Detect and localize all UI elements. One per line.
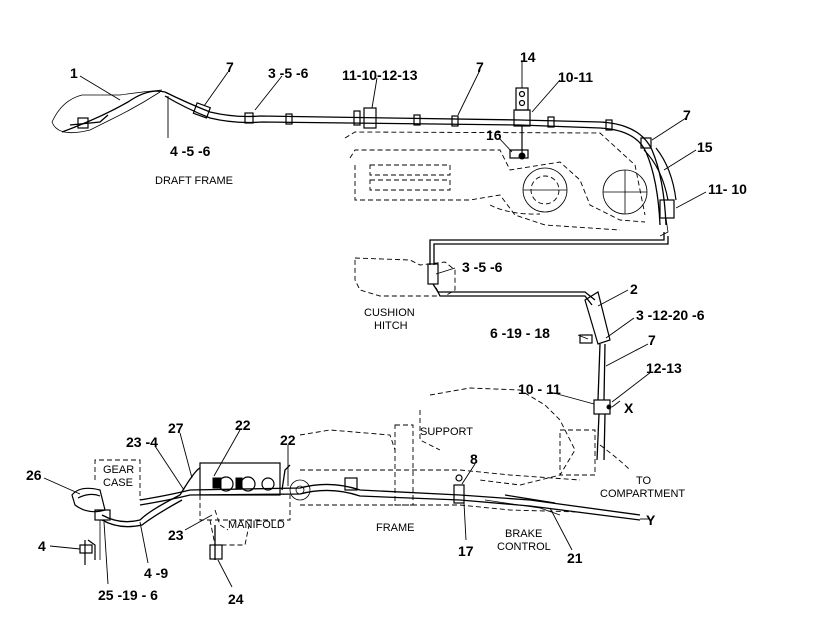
callout-7-top-mid: 7 [476,59,484,75]
callout-14: 14 [520,49,536,65]
label-draft-frame: DRAFT FRAME [155,175,233,187]
lower-frame-assembly [71,387,641,565]
label-case: CASE [103,477,133,489]
label-frame: FRAME [376,522,415,534]
callout-25-19-6: 25 -19 - 6 [98,587,158,603]
callout-10-11-top: 10-11 [558,69,593,85]
callout-24: 24 [228,591,244,607]
label-hitch: HITCH [374,320,408,332]
callout-22-left: 22 [235,417,251,433]
label-compartment: COMPARTMENT [600,488,685,500]
label-cushion: CUSHION [364,307,415,319]
label-brake: BRAKE [505,528,542,540]
callout-12-13: 12-13 [646,360,682,376]
callout-Y: Y [646,512,656,528]
callout-17: 17 [458,543,474,559]
callout-2: 2 [630,281,638,297]
label-control: CONTROL [497,541,551,553]
callout-11-10: 11- 10 [708,181,747,197]
callout-26: 26 [26,467,42,483]
callout-4-9: 4 -9 [144,565,168,581]
callout-7-right: 7 [683,107,691,123]
callout-27: 27 [168,420,184,436]
callout-8: 8 [470,451,478,467]
callout-3-12-20-6: 3 -12-20 -6 [636,307,705,323]
label-support: SUPPORT [420,426,473,438]
callout-7-lower: 7 [648,332,656,348]
callout-X: X [624,400,634,416]
callout-3-5-6-hitch: 3 -5 -6 [462,259,503,275]
callout-23: 23 [168,527,184,543]
callout-4-5-6: 4 -5 -6 [170,143,211,159]
callout-4: 4 [38,538,46,554]
label-gear: GEAR [103,464,134,476]
callout-11-10-12-13: 11-10-12-13 [342,67,418,83]
callout-6-19-18: 6 -19 - 18 [490,325,550,341]
callout-21: 21 [567,550,583,566]
callout-15: 15 [697,139,713,155]
label-manifold: MANIFOLD [228,519,285,531]
draft-frame-assembly [51,60,677,237]
cushion-hitch-assembly [354,232,669,461]
component-labels: DRAFT FRAME CUSHION HITCH SUPPORT GEAR C… [103,175,685,553]
callout-23-4: 23 -4 [126,434,158,450]
callout-16: 16 [486,127,502,143]
callout-labels: 1 7 3 -5 -6 11-10-12-13 7 14 10-11 4 -5 … [26,49,747,607]
callout-1: 1 [70,65,78,81]
callout-3-5-6-top: 3 -5 -6 [268,65,309,81]
callout-22-right: 22 [280,432,296,448]
callout-7-top-left: 7 [226,59,234,75]
leader-lines [43,69,707,588]
callout-10-11-lower: 10 - 11 [518,381,561,397]
label-to: TO [636,475,652,487]
